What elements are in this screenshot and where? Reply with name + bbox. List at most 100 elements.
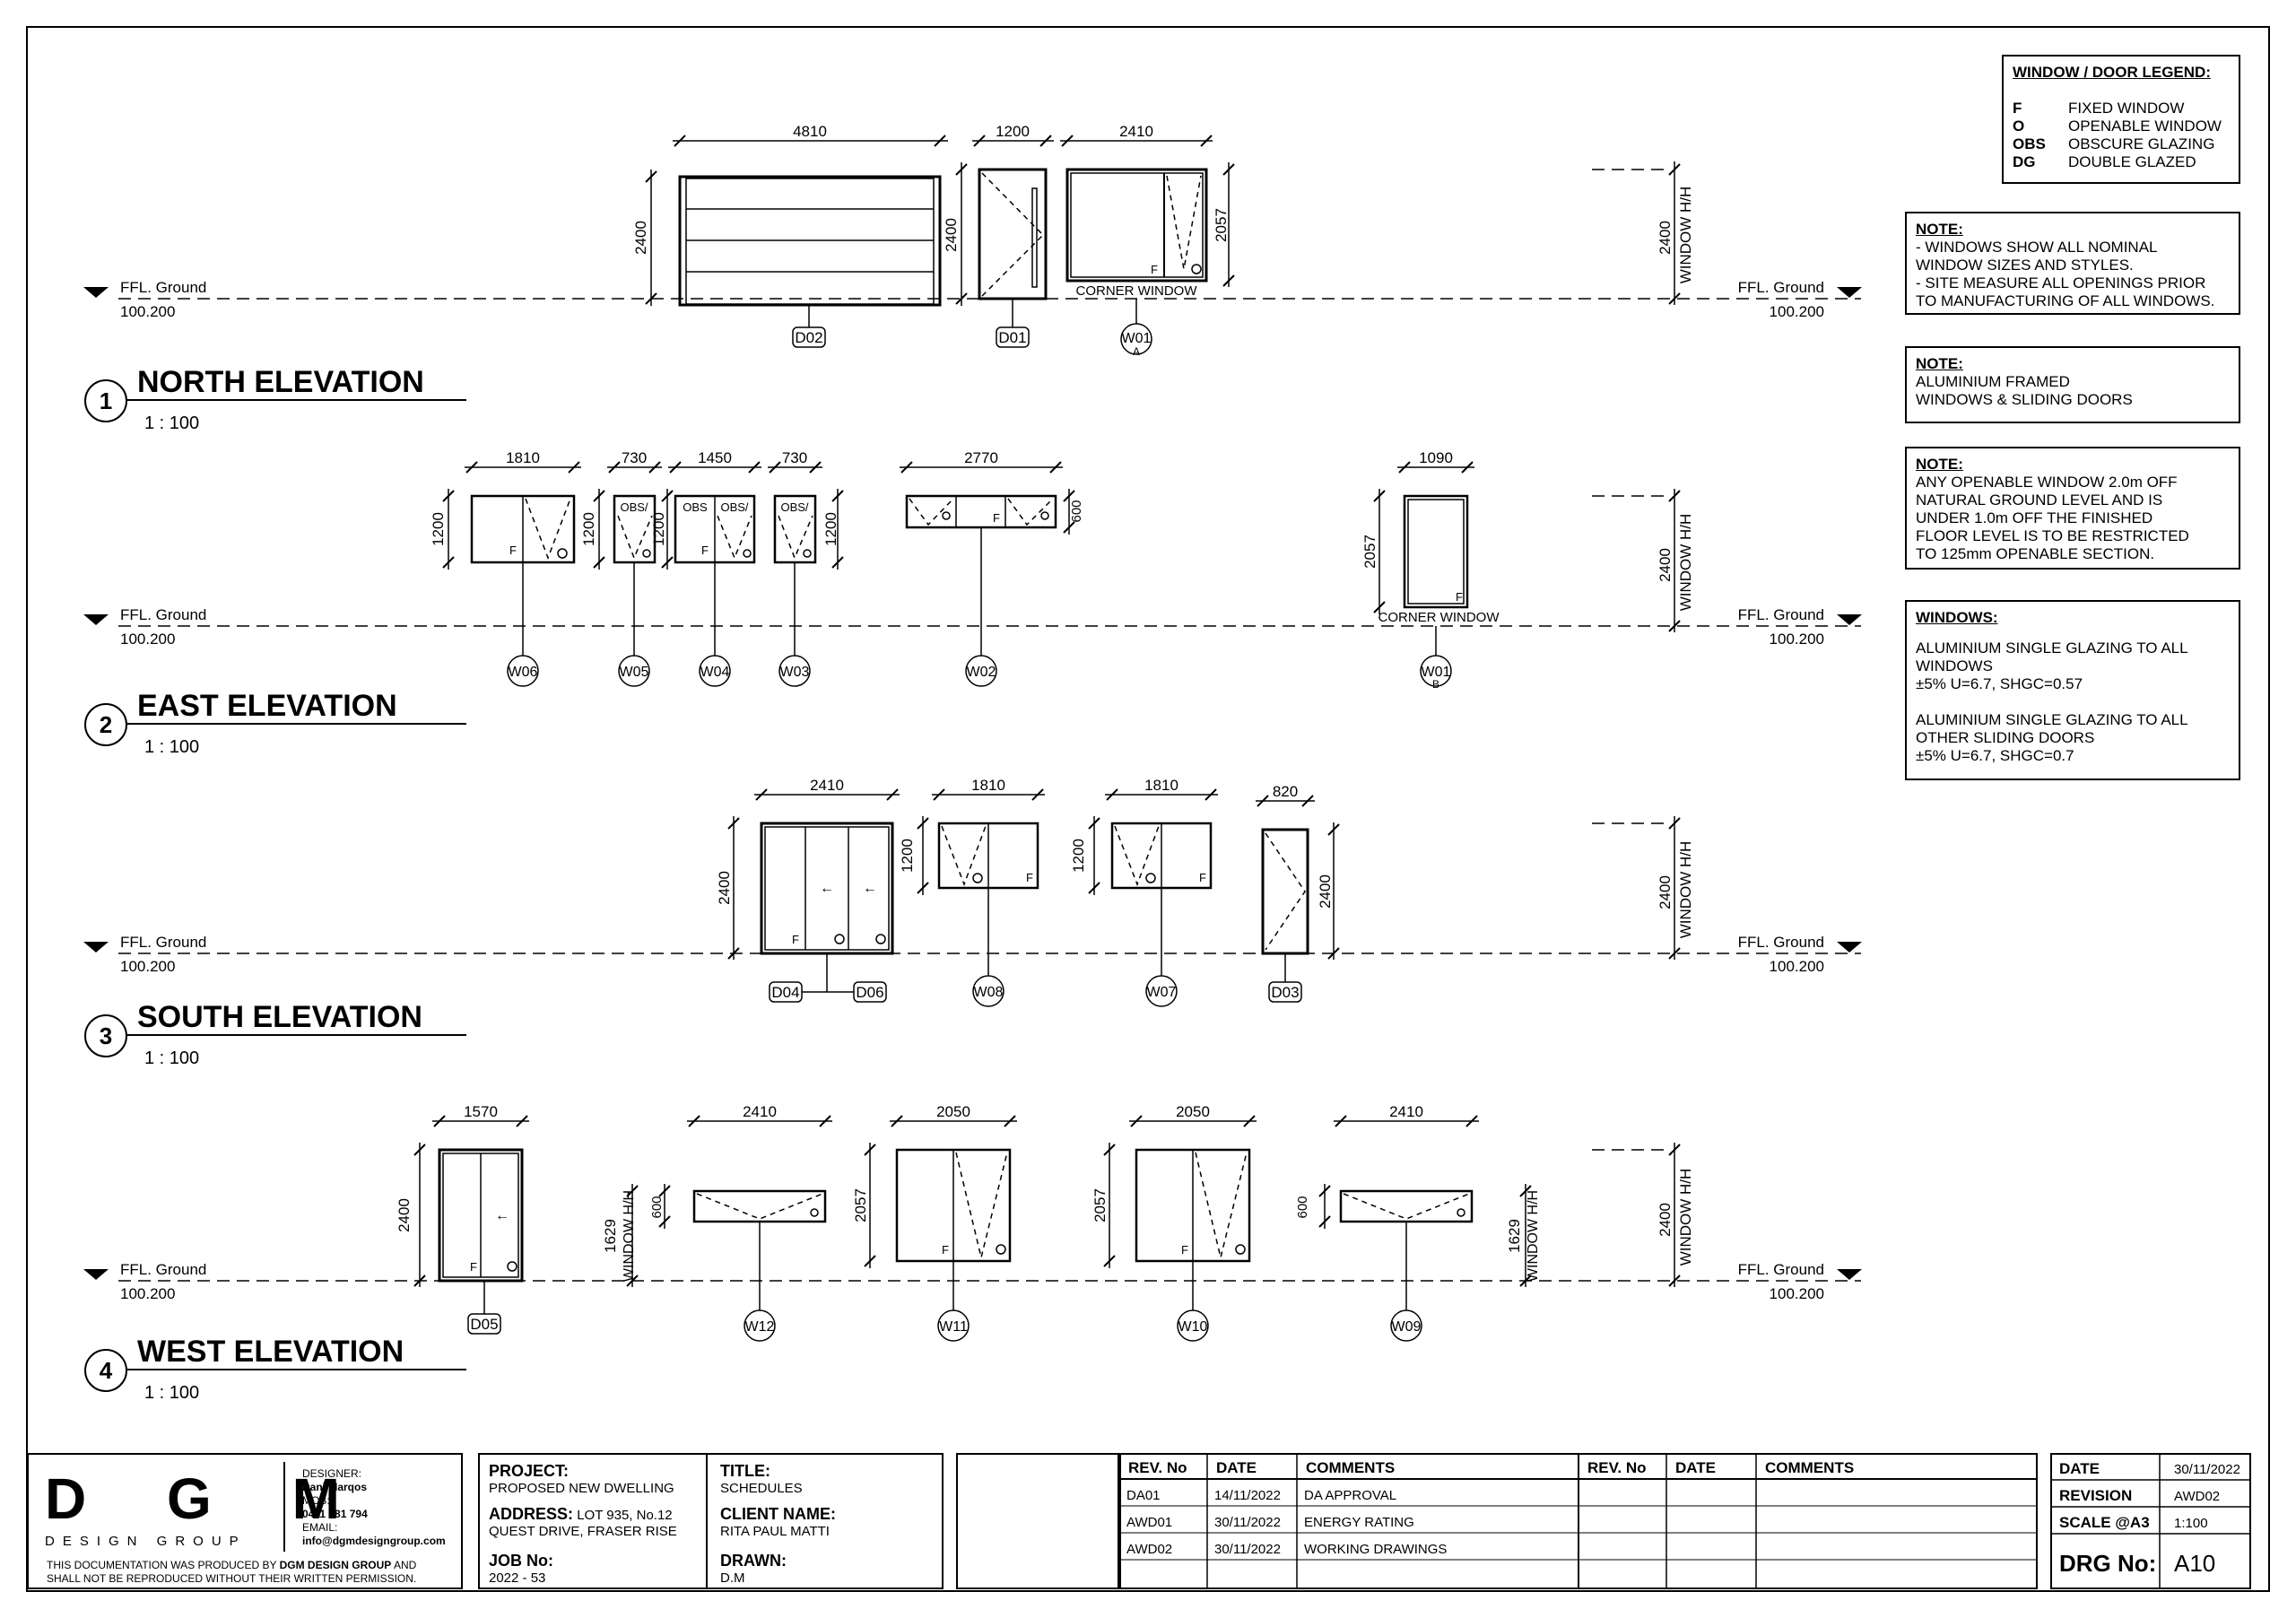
rev-date: 14/11/2022 xyxy=(1214,1488,1281,1503)
legend-title: WINDOW / DOOR LEGEND: xyxy=(2013,64,2211,81)
rev-header: DATE xyxy=(1216,1459,1257,1476)
rev-no: AWD02 xyxy=(1126,1542,1173,1557)
tag-w10: W10 xyxy=(1178,1319,1208,1335)
svg-text:1 : 100: 1 : 100 xyxy=(144,737,199,757)
svg-text:2: 2 xyxy=(100,711,112,738)
svg-text:F: F xyxy=(993,511,1000,525)
rev-no: DA01 xyxy=(1126,1488,1161,1503)
date-label: DATE xyxy=(2059,1460,2100,1477)
rev-header: DATE xyxy=(1675,1459,1717,1476)
dim-d02-width: 4810 xyxy=(793,123,827,140)
svg-text:←: ← xyxy=(820,881,834,896)
tag-w02: W02 xyxy=(967,665,996,680)
tag-w05: W05 xyxy=(620,665,649,680)
level-value: 100.200 xyxy=(120,958,175,975)
tag-w07: W07 xyxy=(1147,985,1177,1000)
dim-d04-height: 2400 xyxy=(716,871,733,905)
rev-no: AWD01 xyxy=(1126,1515,1173,1530)
dim-w08-width: 1810 xyxy=(971,777,1005,794)
elevation-scale: 1 : 100 xyxy=(144,413,199,433)
revision-label: REVISION xyxy=(2059,1487,2133,1504)
elevation-title: NORTH ELEVATION xyxy=(137,365,424,399)
rev-comment: DA APPROVAL xyxy=(1304,1488,1397,1503)
level-value: 100.200 xyxy=(1770,958,1824,975)
north-elevation: FFL. Ground 100.200 FFL. Ground 100.200 … xyxy=(83,123,1862,358)
tag-w03: W03 xyxy=(780,665,810,680)
level-value: 100.200 xyxy=(1770,303,1824,320)
dim-w01-height: 2057 xyxy=(1213,208,1230,242)
dim-d04-width: 2410 xyxy=(810,777,844,794)
dim-w02-height: 600 xyxy=(1069,500,1084,522)
elevation-titles: 1 NORTH ELEVATION 1 : 100 2 EAST ELEVATI… xyxy=(84,365,466,1403)
tag-w01: W01 xyxy=(1122,331,1152,346)
svg-text:F: F xyxy=(792,933,799,946)
level-name: FFL. Ground xyxy=(1738,934,1824,951)
dim-w12-height: 600 xyxy=(649,1196,665,1218)
level-value: 100.200 xyxy=(120,1285,175,1302)
note-box: NOTE: ALUMINIUM FRAMED WINDOWS & SLIDING… xyxy=(1905,346,2240,423)
tag-d06: D06 xyxy=(856,984,883,1001)
client-name: CLIENT NAME:RITA PAUL MATTI xyxy=(720,1505,836,1539)
window-hh-label: WINDOW H/H xyxy=(1677,841,1694,939)
rev-header: COMMENTS xyxy=(1306,1459,1396,1476)
drawing-number-label: DRG No: xyxy=(2059,1550,2157,1577)
tag-w06: W06 xyxy=(509,665,538,680)
sheet-border xyxy=(26,26,2270,1592)
level-name: FFL. Ground xyxy=(120,279,206,296)
svg-text:F: F xyxy=(1181,1243,1188,1257)
drawing-info-block: DATE 30/11/2022 REVISION AWD02 SCALE @A3… xyxy=(2050,1453,2251,1589)
west-elevation: FFL. Ground 100.200 FFL. Ground 100.200 … xyxy=(83,1103,1862,1342)
svg-text:1 : 100: 1 : 100 xyxy=(144,1383,199,1403)
level-value: 100.200 xyxy=(120,303,175,320)
rev-comment: ENERGY RATING xyxy=(1304,1515,1414,1530)
dim-d03-height: 2400 xyxy=(1317,874,1334,909)
dim-d05-width: 1570 xyxy=(464,1103,498,1120)
window-hh-label: WINDOW H/H xyxy=(1677,514,1694,612)
project-block: PROJECT:PROPOSED NEW DWELLING ADDRESS: L… xyxy=(478,1453,944,1589)
tag-w11: W11 xyxy=(939,1319,968,1335)
divider xyxy=(283,1462,285,1552)
svg-text:OBS: OBS xyxy=(683,500,708,514)
dim-w07-width: 1810 xyxy=(1144,777,1178,794)
revision-table: REV. No DATE COMMENTS REV. No DATE COMME… xyxy=(1119,1453,2038,1589)
svg-text:1200: 1200 xyxy=(650,512,667,546)
tag-w09: W09 xyxy=(1392,1319,1422,1335)
svg-text:←: ← xyxy=(863,881,877,896)
designer-info: DESIGNER: Dani Marqos MOB: 0411 581 794 … xyxy=(302,1467,446,1547)
svg-text:B: B xyxy=(1432,678,1439,691)
dim-hh: 2400 xyxy=(1657,548,1674,582)
svg-text:EAST ELEVATION: EAST ELEVATION xyxy=(137,689,397,723)
dim-w11-height: 2057 xyxy=(852,1188,869,1222)
svg-text:OBS/: OBS/ xyxy=(720,500,748,514)
svg-text:1200: 1200 xyxy=(899,839,916,873)
svg-text:F: F xyxy=(701,544,709,557)
window-hh-label: WINDOW H/H xyxy=(1677,187,1694,284)
rev-header: REV. No xyxy=(1128,1459,1187,1476)
dim-w06-width: 1810 xyxy=(506,449,540,466)
dim-d01-height: 2400 xyxy=(943,218,960,252)
svg-text:CORNER WINDOW: CORNER WINDOW xyxy=(1378,610,1500,625)
svg-text:OBS/: OBS/ xyxy=(780,500,808,514)
tag-w08: W08 xyxy=(974,985,1004,1000)
job-number: JOB No:2022 - 53 xyxy=(489,1552,553,1586)
company-logo-sub: DESIGN GROUP xyxy=(45,1534,247,1549)
scale-label: SCALE @A3 xyxy=(2059,1514,2150,1531)
corner-window-label: CORNER WINDOW xyxy=(1076,283,1198,299)
east-elevation: FFL. Ground 100.200 FFL. Ground 100.200 … xyxy=(83,449,1862,691)
svg-text:F: F xyxy=(1456,590,1463,604)
dim-w09-width: 2410 xyxy=(1389,1103,1423,1120)
level-marker-right xyxy=(1837,287,1862,298)
tag-w01-sub: A xyxy=(1133,345,1140,358)
note-box: NOTE: - WINDOWS SHOW ALL NOMINAL WINDOW … xyxy=(1905,212,2240,315)
level-name: FFL. Ground xyxy=(1738,606,1824,623)
dim-d01-width: 1200 xyxy=(996,123,1030,140)
dim-d03-width: 820 xyxy=(1273,783,1298,800)
scale-value: 1:100 xyxy=(2174,1516,2208,1531)
tag-w04: W04 xyxy=(700,665,730,680)
svg-text:1 : 100: 1 : 100 xyxy=(144,1048,199,1068)
svg-text:WEST ELEVATION: WEST ELEVATION xyxy=(137,1335,404,1369)
